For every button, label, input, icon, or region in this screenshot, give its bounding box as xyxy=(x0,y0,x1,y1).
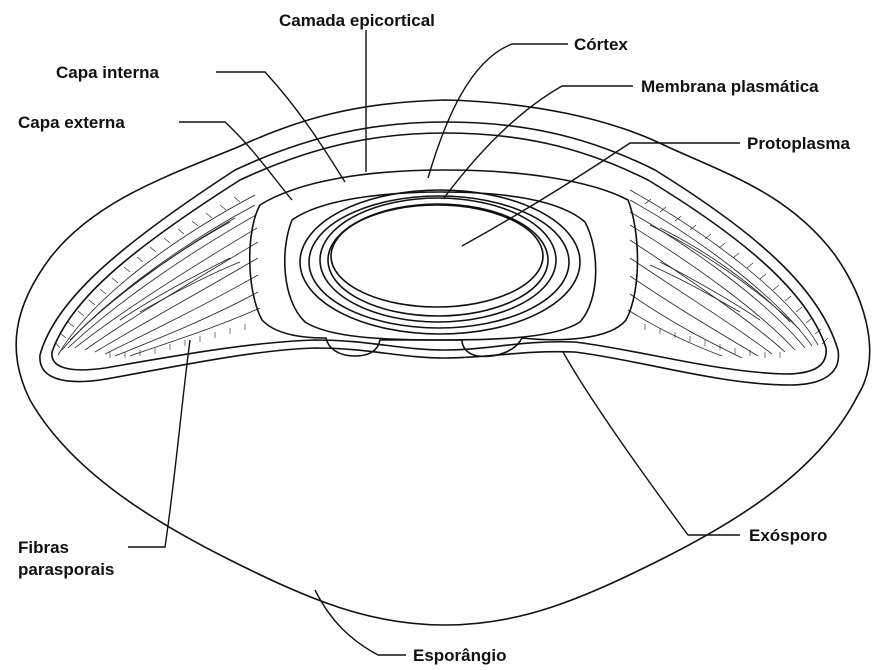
parasporal-fibers-left xyxy=(55,195,260,358)
label-fibras-line1: Fibras xyxy=(18,538,69,557)
leader-fibras-parasporais xyxy=(128,340,190,547)
label-exosporo: Exósporo xyxy=(749,526,827,545)
leader-capa-interna xyxy=(216,72,345,182)
label-camada-epicortical: Camada epicortical xyxy=(279,11,435,30)
leader-cortex xyxy=(428,44,568,178)
label-membrana-plasmatica: Membrana plasmática xyxy=(641,77,819,96)
sporangium-outline xyxy=(16,100,870,625)
inner-coat xyxy=(285,192,596,340)
protoplasm xyxy=(331,205,543,307)
leader-capa-externa xyxy=(179,122,292,200)
leader-esporangio xyxy=(315,590,406,655)
label-cortex: Córtex xyxy=(574,35,628,54)
cortex-outer xyxy=(309,196,569,328)
parasporal-fibers-right xyxy=(628,190,828,358)
epicortical-layer xyxy=(300,190,580,334)
label-protoplasma: Protoplasma xyxy=(747,134,851,153)
exosporium-inner xyxy=(52,133,826,374)
label-fibras-line2: parasporais xyxy=(18,560,114,579)
plasma-membrane xyxy=(320,198,556,322)
label-capa-externa: Capa externa xyxy=(18,113,125,132)
label-esporangio: Esporângio xyxy=(413,646,507,665)
leader-exosporo xyxy=(563,352,740,535)
label-capa-interna: Capa interna xyxy=(56,63,160,82)
